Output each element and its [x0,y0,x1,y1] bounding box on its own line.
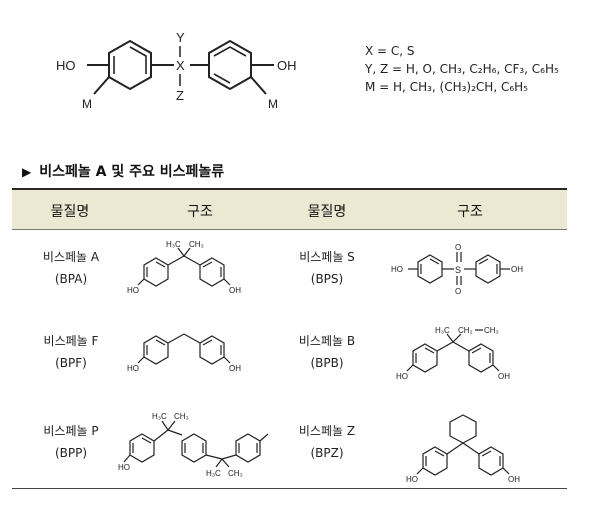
svg-text:OH: OH [229,286,241,295]
table-header-rule [12,229,567,230]
svg-text:HO: HO [391,265,403,274]
structure-bpz: HO OH [406,414,520,484]
section-title-text: 비스페놀 A 및 주요 비스페놀류 [39,164,225,180]
structure-bpf: HO OH [127,333,241,373]
oh-label: OH [277,58,297,73]
ho-label: HO [56,58,76,73]
table-top-rule [12,188,567,190]
substance-bpz: 비스페놀 Z(BPZ) [298,424,356,460]
svg-text:H₃C: H₃C [435,326,450,335]
svg-text:CH₃: CH₃ [228,469,243,478]
right-benzene-ring [208,39,252,91]
svg-text:HO: HO [127,286,139,295]
svg-text:OH: OH [498,372,510,381]
section-title: ▶ 비스페놀 A 및 주요 비스페놀류 [22,161,224,181]
substance-bpp: 비스페놀 P(BPP) [43,424,99,460]
table-header-band [12,190,567,230]
m-definition: M = H, CH₃, (CH₃)₂CH, C₆H₅ [365,80,528,94]
svg-text:S: S [455,265,461,275]
table-bottom-rule [12,488,567,489]
header-substance-2: 물질명 [307,204,347,220]
svg-text:OH: OH [508,475,520,484]
y-label: Y [176,30,185,45]
m-label-left: M [82,97,92,111]
svg-text:HO: HO [396,372,408,381]
svg-text:HO: HO [406,475,418,484]
svg-text:CH₃: CH₃ [189,240,204,249]
svg-text:H₃C: H₃C [152,412,167,421]
substance-bpa: 비스페놀 A(BPA) [42,250,100,286]
z-label: Z [176,88,184,103]
svg-text:HO: HO [118,463,130,472]
x-label: X [176,58,185,73]
svg-text:H₃C: H₃C [206,469,221,478]
svg-text:OH: OH [229,364,241,373]
svg-text:H₃C: H₃C [166,240,181,249]
structure-bpa: H₃C CH₃ HO OH [127,240,241,295]
structure-bpb: H₃C CH₂ CH₃ HO OH [396,326,510,381]
substance-bps: 비스페놀 S(BPS) [299,250,355,286]
substance-bpf: 비스페놀 F(BPF) [43,334,99,370]
general-structure-diagram: HO M X Y Z OH M [56,30,297,111]
header-substance-1: 물질명 [50,204,90,220]
header-structure-1: 구조 [187,204,213,220]
structure-bps: S O O HO OH [391,243,523,295]
header-structure-2: 구조 [457,204,483,220]
svg-text:CH₃: CH₃ [484,326,499,335]
left-benzene-ring [108,39,152,91]
svg-text:OH: OH [511,265,523,274]
m-label-right: M [268,97,278,111]
svg-text:HO: HO [127,364,139,373]
svg-text:CH₂: CH₂ [458,326,473,335]
structure-bpp: H₃C CH₃ H₃C CH₃ HO [118,412,269,478]
yz-definition: Y, Z = H, O, CH₃, C₂H₆, CF₃, C₆H₅ [365,62,559,76]
x-definition: X = C, S [365,44,415,58]
svg-text:CH₃: CH₃ [174,412,189,421]
svg-text:O: O [455,287,461,295]
svg-text:O: O [455,243,461,252]
substance-bpb: 비스페놀 B(BPB) [298,334,356,370]
triangle-bullet-icon: ▶ [22,165,32,179]
